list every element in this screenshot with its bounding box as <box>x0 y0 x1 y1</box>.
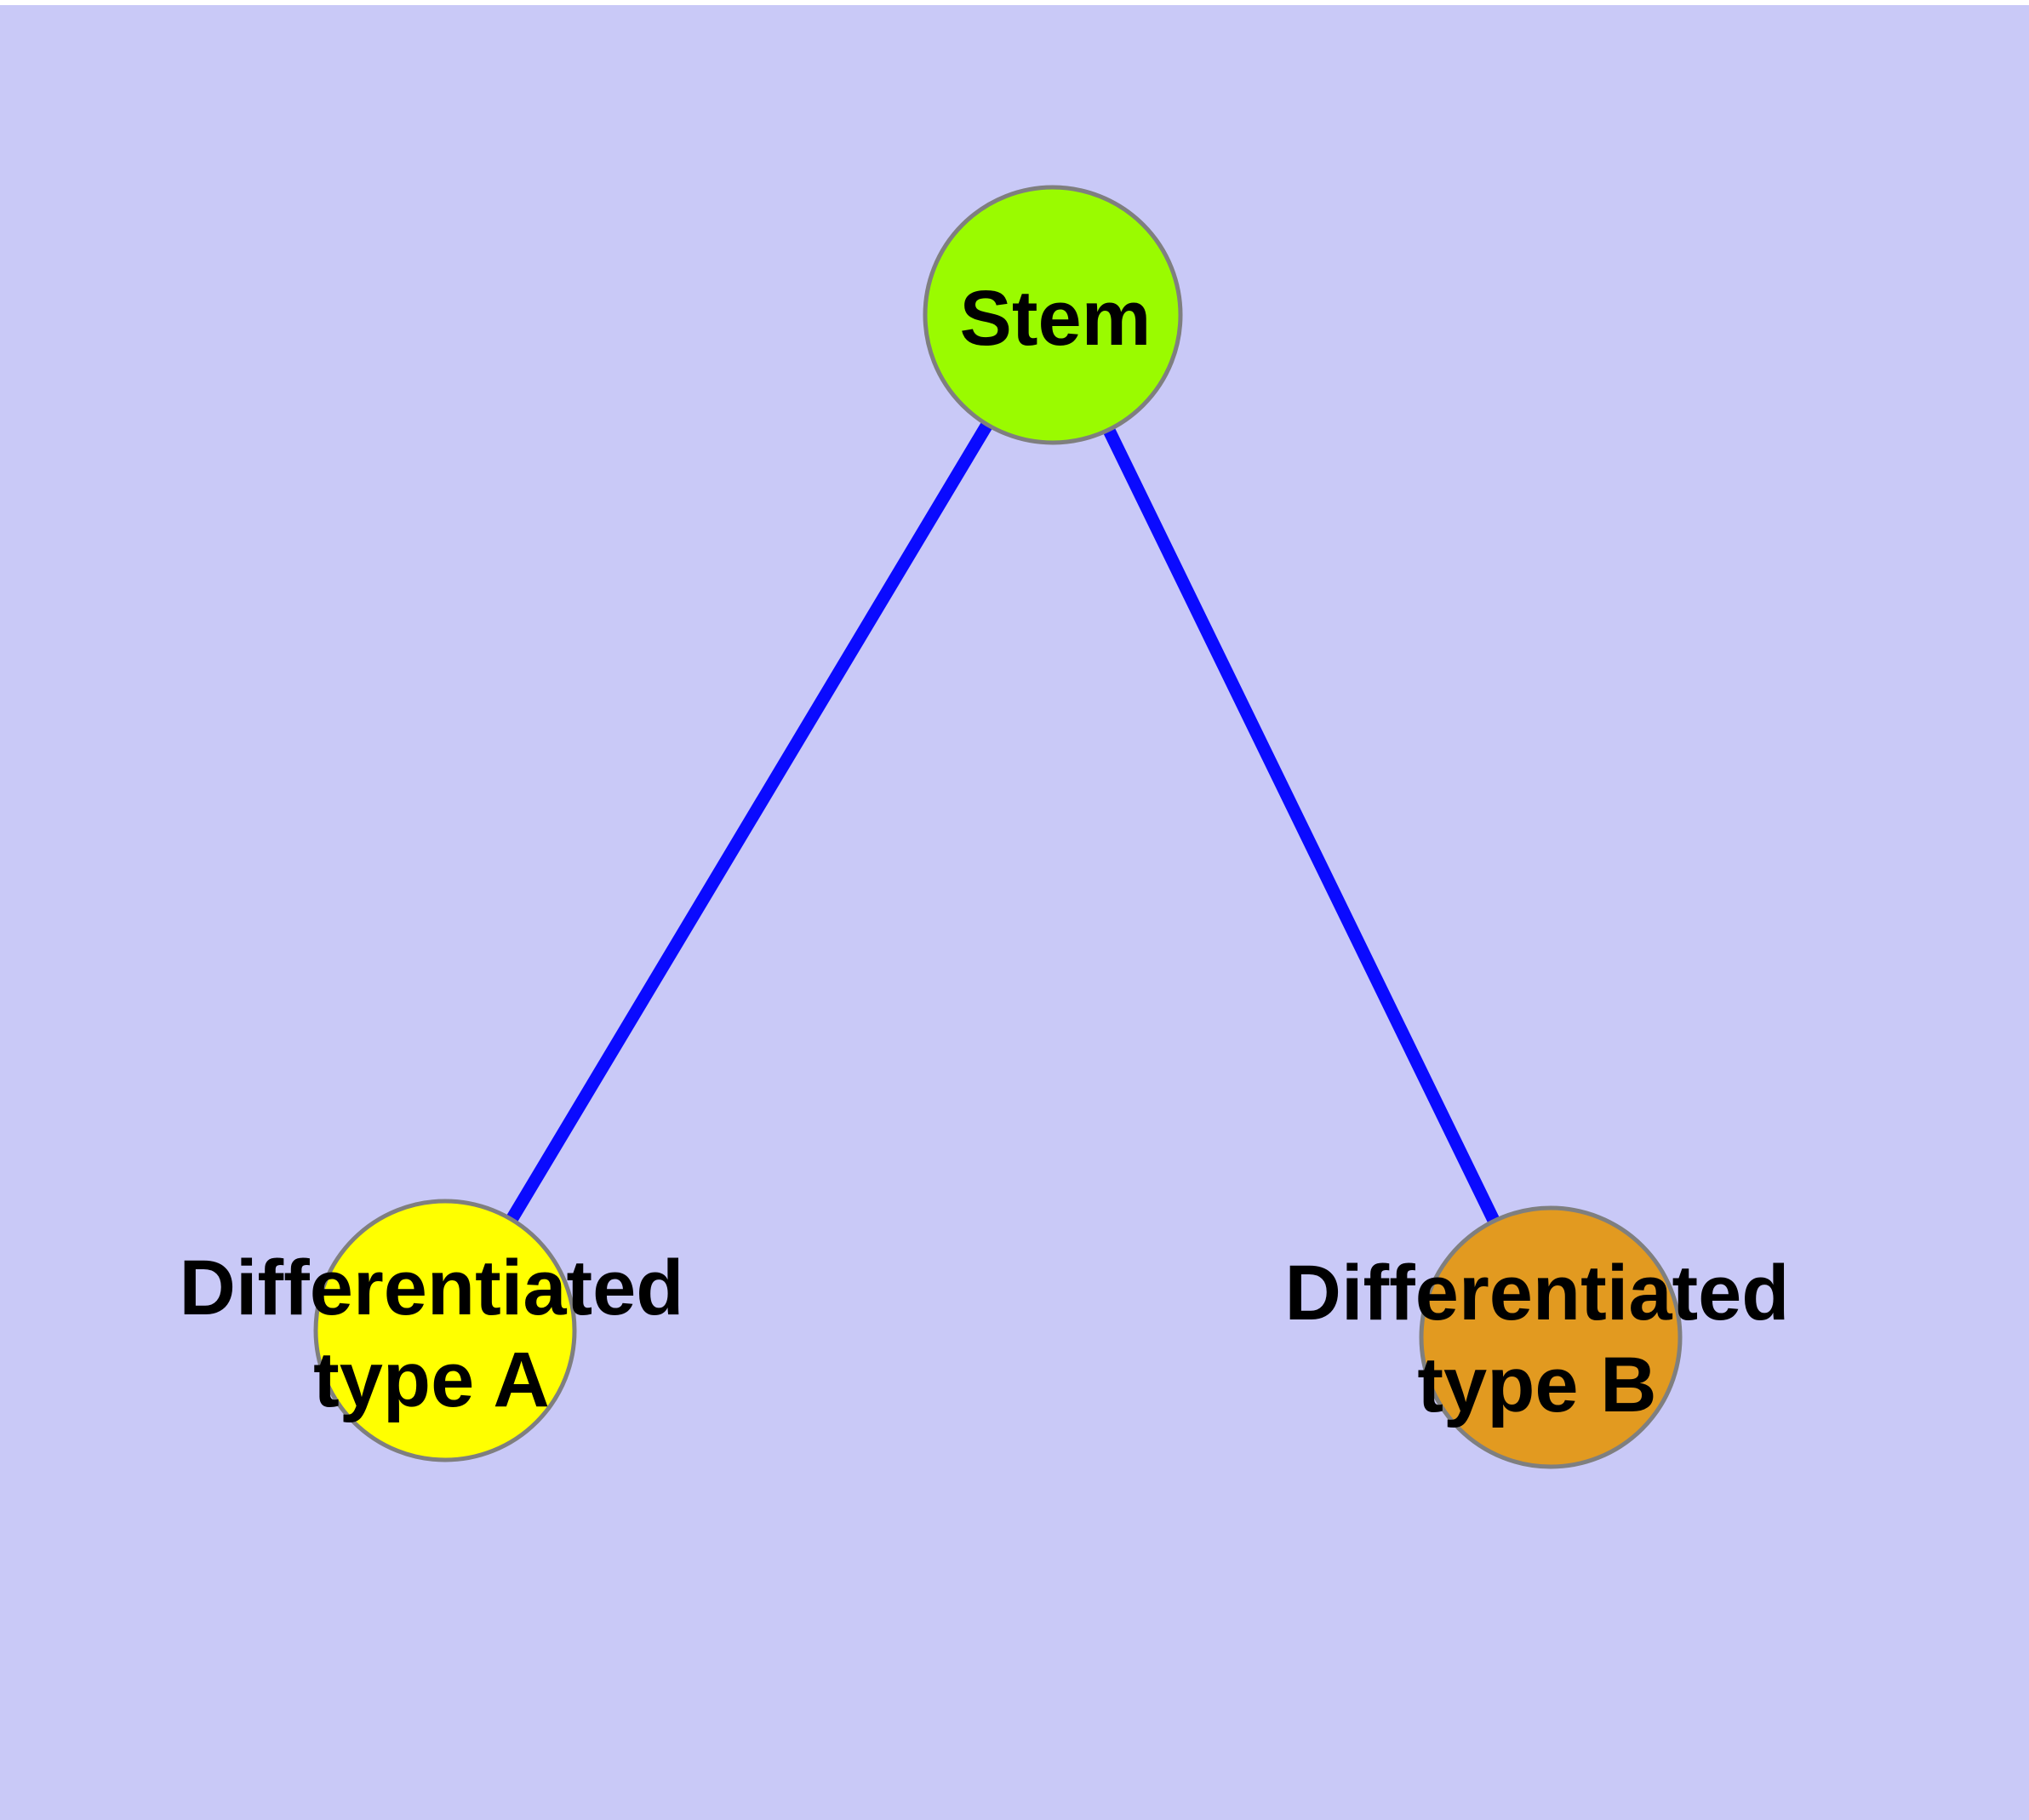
type-a-node <box>313 1199 577 1462</box>
type-a-node-label-line1: Differentiated <box>179 1245 684 1331</box>
type-b-node-label-line1: Differentiated <box>1284 1250 1790 1336</box>
stem-node <box>923 185 1183 445</box>
type-a-node-label: Differentiated type A <box>180 1242 684 1426</box>
top-margin-strip <box>0 0 2029 5</box>
edge-stem-to-type-b <box>1046 308 1557 1344</box>
type-a-node-label-line2: type A <box>313 1336 550 1423</box>
type-b-node-label-line2: type B <box>1417 1342 1657 1428</box>
stem-node-label-text: Stem <box>959 275 1152 362</box>
type-b-node <box>1419 1205 1683 1469</box>
edge-stem-to-type-a <box>438 308 1060 1337</box>
stem-node-label: Stem <box>960 272 1152 364</box>
type-b-node-label: Differentiated type B <box>1285 1247 1790 1431</box>
